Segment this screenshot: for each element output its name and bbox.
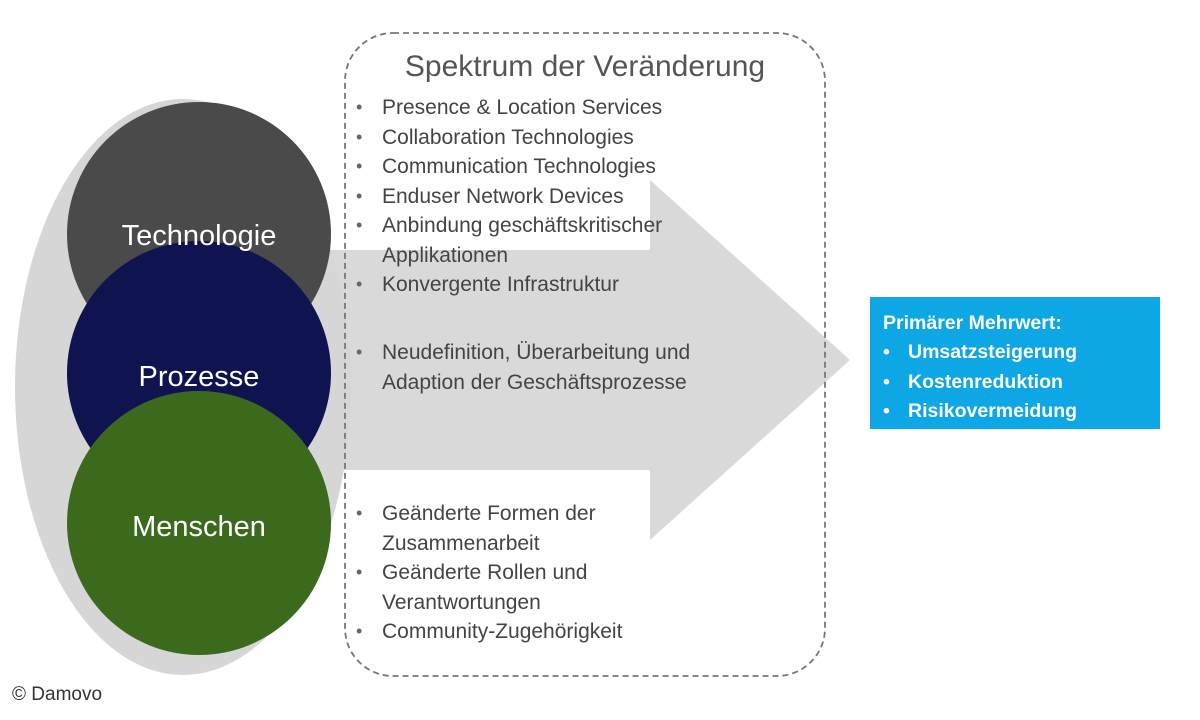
bullet-item: Collaboration Technologies — [356, 123, 716, 153]
prozesse-bullets: Neudefinition, Überarbeitung und Adaptio… — [356, 338, 756, 397]
bullet-item: Geänderte Rollen und Verantwortungen — [356, 558, 656, 617]
bullet-item: Community-Zugehörigkeit — [356, 617, 656, 647]
spectrum-box — [344, 32, 826, 677]
prozesse-label: Prozesse — [138, 361, 260, 393]
value-item: Umsatzsteigerung — [883, 338, 1077, 368]
bullet-item: Geänderte Formen der Zusammenarbeit — [356, 499, 656, 558]
value-box-list: Umsatzsteigerung Kostenreduktion Risikov… — [883, 338, 1077, 427]
value-item: Kostenreduktion — [883, 368, 1077, 398]
bullet-item: Konvergente Infrastruktur — [356, 270, 716, 300]
spectrum-title: Spektrum der Veränderung — [404, 50, 766, 83]
copyright-notice: © Damovo — [12, 684, 103, 705]
menschen-label: Menschen — [132, 511, 266, 543]
menschen-circle — [67, 391, 331, 655]
technologie-label: Technologie — [121, 220, 277, 252]
bullet-item: Communication Technologies — [356, 152, 716, 182]
technologie-bullets: Presence & Location Services Collaborati… — [356, 93, 716, 300]
bullet-item: Neudefinition, Überarbeitung und Adaptio… — [356, 338, 756, 397]
menschen-bullets: Geänderte Formen der Zusammenarbeit Geän… — [356, 499, 656, 647]
value-box-title: Primärer Mehrwert: — [883, 312, 1062, 334]
bullet-item: Enduser Network Devices — [356, 182, 716, 212]
bullet-item: Anbindung geschäftskritischer Applikatio… — [356, 211, 716, 270]
value-item: Risikovermeidung — [883, 397, 1077, 427]
bullet-item: Presence & Location Services — [356, 93, 716, 123]
